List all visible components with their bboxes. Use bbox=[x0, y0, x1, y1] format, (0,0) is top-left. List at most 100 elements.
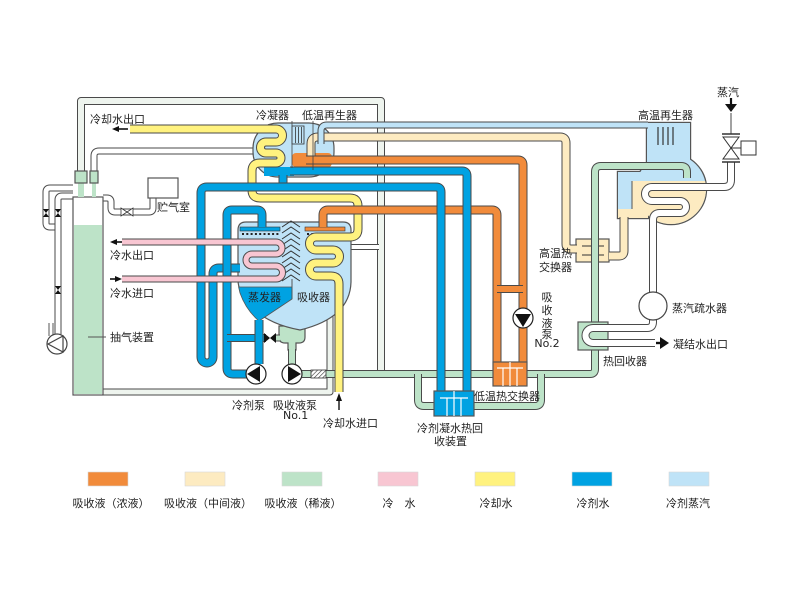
legend-swatch bbox=[184, 471, 226, 487]
legend-label: 吸收液（浓液） bbox=[73, 496, 150, 510]
steam-trap bbox=[638, 291, 668, 321]
cooling-water-pipe bbox=[130, 125, 362, 392]
gas-storage-pipe bbox=[103, 195, 156, 215]
legend-label: 吸收液（稀液） bbox=[265, 496, 342, 510]
legend-item-intermediate-solution: 吸收液（中间液） bbox=[164, 471, 252, 510]
label-absorber: 吸收器 bbox=[297, 290, 330, 304]
refrigerant-pipe-condenser-left bbox=[197, 183, 283, 367]
legend: 吸收液（浓液） 吸收液（中间液） 吸收液（稀液） 冷 水 冷却水 冷剂水 冷剂蒸… bbox=[73, 471, 710, 510]
eliminator-chevron bbox=[281, 220, 301, 228]
legend-label: 冷却水 bbox=[480, 497, 513, 510]
evaporator-refrigerant-pool bbox=[238, 286, 293, 322]
label-heat-recovery-unit: 热回收器 bbox=[603, 354, 647, 368]
refrigerant-bypass-valve-icon bbox=[264, 333, 276, 343]
valve-actuator bbox=[740, 140, 757, 156]
intermediate-solution-pipe-from-htg bbox=[609, 217, 628, 260]
eliminator-chevron bbox=[281, 262, 301, 270]
purge-frame-pipe bbox=[78, 98, 384, 371]
intermediate-solution-pipe-to-ltg bbox=[307, 133, 577, 253]
eliminator-chevron bbox=[281, 274, 301, 282]
intermediate-solution-pipes bbox=[306, 132, 629, 261]
dilute-solution-pipes bbox=[274, 162, 691, 410]
pump-triangle-icon bbox=[515, 314, 531, 327]
label-drain-heat-recovery-line-1: 冷剂凝水热回 bbox=[417, 421, 483, 435]
refrigerant-pipe-condenser-right bbox=[283, 183, 445, 392]
label-cooling-water-outlet: 冷却水出口 bbox=[90, 112, 145, 126]
absorbent-spray-header bbox=[304, 226, 346, 232]
legend-swatch bbox=[474, 471, 516, 487]
vacuum-pump-pipe-b bbox=[55, 193, 73, 334]
label-absorbent-pump-2-char: 泵 bbox=[542, 328, 553, 341]
refrigerant-pipe-ltg-condensate bbox=[290, 167, 471, 392]
label-absorbent-pump-2-number: No.2 bbox=[534, 337, 559, 350]
absorbent-pump-1 bbox=[281, 363, 303, 385]
label-absorbent-pump-1-number: No.1 bbox=[283, 409, 308, 422]
purge-tank-liquid bbox=[74, 225, 102, 394]
legend-swatch bbox=[377, 471, 419, 487]
condensate-outlet-arrow-icon bbox=[656, 337, 669, 349]
refrigerant-pump bbox=[245, 363, 267, 385]
label-absorbent-pump-2-char: 收 bbox=[542, 303, 553, 317]
low-temp-heat-exchanger bbox=[492, 361, 528, 387]
label-absorbent-pump-2-char: 吸 bbox=[542, 291, 553, 304]
concentrated-solution-pipe-spray bbox=[319, 206, 501, 362]
refrigerant-spray-pipe bbox=[223, 206, 266, 378]
auxiliary-pipes bbox=[42, 97, 385, 396]
legend-label: 吸收液（中间液） bbox=[164, 496, 252, 510]
label-gas-storage-chamber: 贮气室 bbox=[157, 200, 190, 214]
purge-unit bbox=[72, 170, 179, 396]
legend-item-concentrated-solution: 吸收液（浓液） bbox=[73, 471, 150, 510]
refrigerant-spray-nozzle bbox=[267, 233, 270, 235]
pump-triangle-icon bbox=[288, 366, 301, 382]
refrigerant-spray-nozzle bbox=[254, 233, 257, 235]
refrigerant-spray-header bbox=[239, 226, 281, 232]
legend-item-chilled-water: 冷 水 bbox=[377, 471, 419, 510]
dilute-solution-main-pipe bbox=[302, 163, 690, 377]
eliminator-chevron bbox=[281, 256, 301, 264]
absorber-bottom-purge-pipe bbox=[103, 312, 333, 395]
label-steam: 蒸汽 bbox=[717, 85, 739, 99]
label-low-temp-generator: 低温再生器 bbox=[302, 108, 357, 122]
label-absorbent-pump-1: 吸收液泵 bbox=[273, 398, 317, 412]
refrigerant-spray-nozzle bbox=[242, 233, 244, 235]
refrigerant-spray-nozzle bbox=[276, 233, 279, 235]
legend-swatch bbox=[668, 471, 710, 487]
refrigerant-vapor-pipe bbox=[318, 122, 648, 144]
label-high-temp-generator: 高温再生器 bbox=[638, 108, 693, 122]
legend-swatch bbox=[571, 471, 613, 487]
refrigerant-spray-nozzle bbox=[259, 233, 262, 235]
legend-item-refrigerant-water: 冷剂水 bbox=[571, 471, 613, 510]
refrigerant-spray-nozzle bbox=[263, 233, 266, 235]
legend-label: 冷剂水 bbox=[577, 496, 610, 510]
steam-pipe bbox=[642, 162, 734, 292]
flow-arrows bbox=[110, 98, 737, 410]
labels: 冷却水出口 冷凝器 低温再生器 高温再生器 蒸汽 贮气室 冷水出口 冷水进口 抽… bbox=[90, 85, 739, 448]
label-refrigerant-pump: 冷剂泵 bbox=[232, 398, 265, 412]
concentrated-solution-pipes bbox=[306, 155, 528, 362]
valve-icon bbox=[55, 286, 61, 294]
steam-pipes bbox=[581, 162, 735, 347]
eliminator-tubes bbox=[291, 125, 305, 145]
label-low-temp-heat-exchanger: 低温热交换器 bbox=[474, 389, 540, 403]
legend-item-dilute-solution: 吸收液（稀液） bbox=[265, 471, 342, 510]
pump-triangle-icon bbox=[247, 366, 260, 382]
eliminator-chevron bbox=[281, 226, 301, 234]
lthx-plates bbox=[497, 362, 523, 386]
valve-upper-triangle bbox=[722, 136, 740, 149]
chilled-water-inlet-arrow-icon bbox=[110, 276, 122, 282]
label-high-temp-heat-exchanger-line-1: 高温热 bbox=[539, 246, 572, 260]
purge-connector-1 bbox=[74, 170, 88, 184]
label-absorbent-pump-2-char: 液 bbox=[542, 316, 553, 330]
valve-icon bbox=[55, 209, 61, 217]
condenser-purge-pipe-outline bbox=[90, 147, 258, 171]
label-chilled-water-inlet: 冷水进口 bbox=[110, 287, 154, 300]
eliminator bbox=[281, 220, 301, 282]
label-cooling-water-inlet: 冷却水进口 bbox=[323, 417, 378, 430]
label-purge-unit: 抽气装置 bbox=[110, 330, 154, 344]
strainer bbox=[310, 369, 327, 379]
condensate-pipe bbox=[582, 319, 656, 346]
drain-heat-recovery-plates bbox=[440, 391, 468, 416]
label-evaporator: 蒸发器 bbox=[248, 290, 281, 304]
condenser-refrigerant-pool bbox=[264, 167, 294, 176]
legend-item-cooling-water: 冷却水 bbox=[474, 471, 516, 510]
